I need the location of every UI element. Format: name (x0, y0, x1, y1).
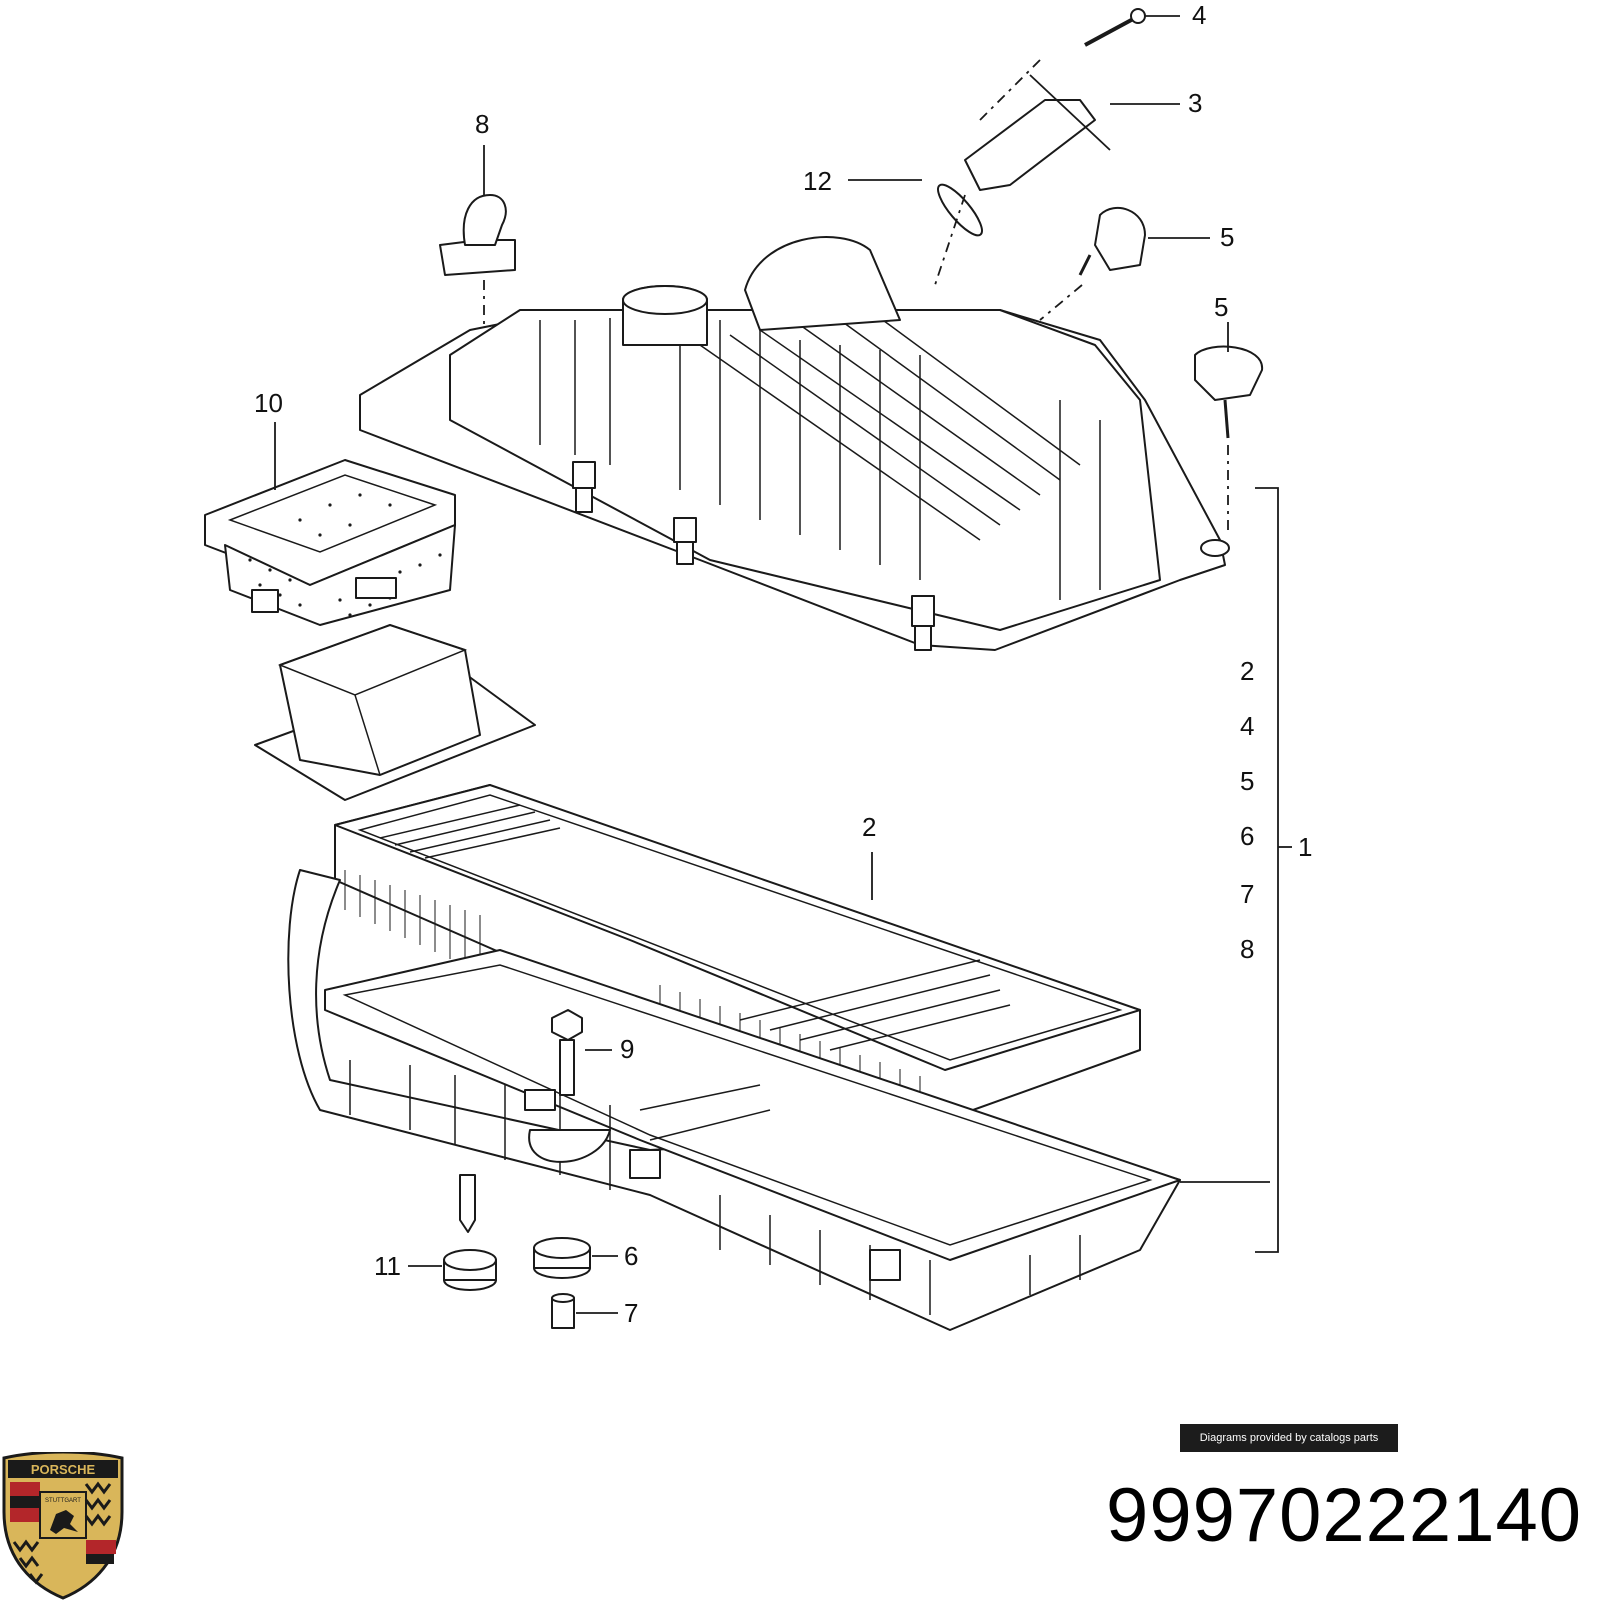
part-number: 99970222140 (1106, 1473, 1582, 1558)
callout-1: 1 (1298, 832, 1312, 862)
diagram-credit-label: Diagrams provided by catalogs parts (1180, 1424, 1398, 1452)
kit-item: 6 (1240, 821, 1254, 851)
svg-text:PORSCHE: PORSCHE (31, 1462, 96, 1477)
callout-7: 7 (624, 1298, 638, 1328)
grommet-part-11 (443, 1249, 497, 1291)
callout-10: 10 (254, 388, 283, 418)
mesh-screen-part-10 (204, 459, 456, 626)
housing-bolts (572, 461, 1230, 651)
clip-part-5-lower (1194, 345, 1264, 439)
intake-duct (254, 624, 536, 801)
kit-item: 2 (1240, 656, 1254, 686)
leader-lines (274, 15, 1292, 1314)
grommet-part-6 (533, 1237, 591, 1279)
callout-2: 2 (862, 812, 876, 842)
lower-housing (287, 869, 1181, 1331)
callout-11: 11 (374, 1251, 401, 1281)
callout-4: 4 (1192, 0, 1206, 30)
sensor-part-3 (964, 74, 1111, 191)
callout-5-upper: 5 (1220, 222, 1234, 252)
callout-5-lower: 5 (1214, 292, 1228, 322)
oring-part-12 (937, 183, 983, 237)
kit-item: 8 (1240, 934, 1254, 964)
clip-part-5-upper (1078, 206, 1146, 276)
callout-8: 8 (475, 109, 489, 139)
kit-contents-list: 2 4 5 6 7 8 (1240, 656, 1254, 964)
callouts: 4 3 12 8 5 5 10 2 9 6 7 11 1 (254, 0, 1312, 1328)
screw-part-4 (1084, 8, 1146, 47)
callout-12: 12 (803, 166, 832, 196)
kit-item: 4 (1240, 711, 1254, 741)
bracket-part-8 (439, 194, 516, 276)
callout-3: 3 (1188, 88, 1202, 118)
callout-9: 9 (620, 1034, 634, 1064)
callout-6: 6 (624, 1241, 638, 1271)
upper-housing-cover (359, 236, 1230, 651)
air-filter-element-part-2 (334, 784, 1141, 1135)
bolt-part-9 (551, 1009, 583, 1096)
porsche-crest-logo: PORSCHE STUTTGART (2, 1452, 124, 1600)
kit-item: 7 (1240, 879, 1254, 909)
svg-text:STUTTGART: STUTTGART (45, 1498, 81, 1504)
kit-item: 5 (1240, 766, 1254, 796)
sleeve-part-7 (551, 1293, 575, 1329)
